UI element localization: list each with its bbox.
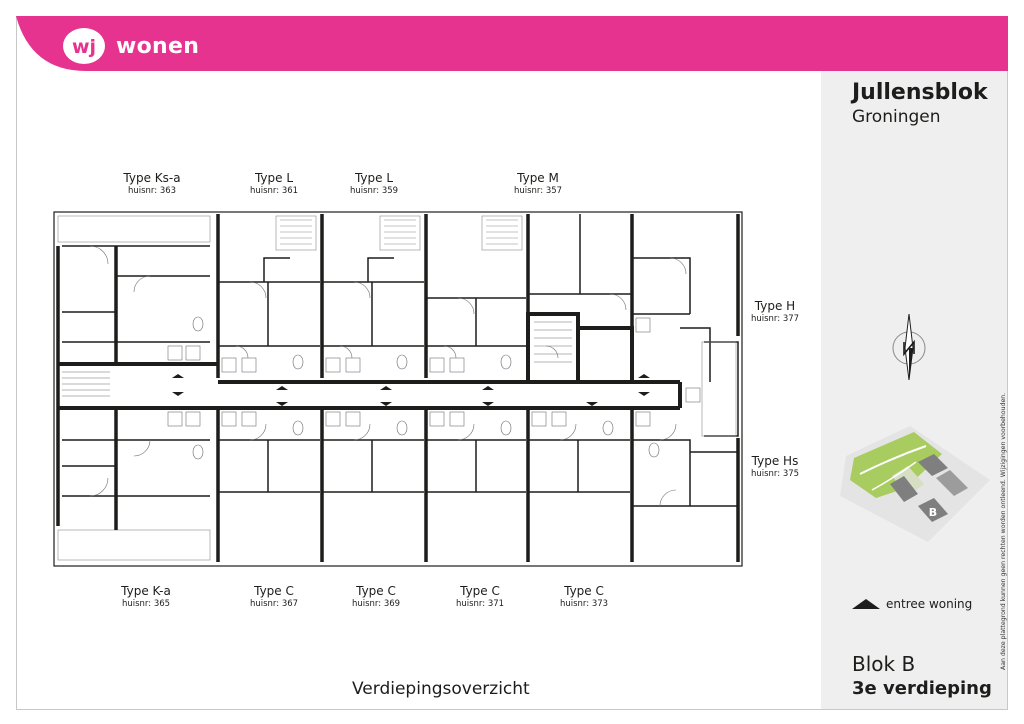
svg-text:wj: wj	[72, 36, 96, 58]
stairwell	[62, 321, 572, 397]
unit-label-bottom-5: Type C huisnr: 373	[559, 584, 609, 609]
exterior-walls	[56, 214, 740, 562]
sanitary-fixtures	[167, 316, 701, 460]
entrance-triangle-icon	[852, 599, 880, 609]
legend-entry-label: entree woning	[886, 597, 973, 611]
info-panel	[821, 71, 1007, 709]
header-bar	[16, 16, 1008, 71]
site-location-map: B	[840, 426, 990, 542]
brand-logo: wj wonen	[62, 26, 199, 66]
balconies	[275, 215, 737, 437]
unit-label-right-2: Type Hs huisnr: 375	[750, 454, 800, 479]
floor-plan	[53, 211, 743, 567]
unit-label-bottom-1: Type K-a huisnr: 365	[121, 584, 171, 609]
block-name: Blok B	[852, 652, 916, 676]
unit-label-top-2: Type L huisnr: 361	[249, 171, 299, 196]
unit-label-top-1: Type Ks-a huisnr: 363	[123, 171, 181, 196]
entrance-markers	[172, 374, 650, 406]
project-city: Groningen	[852, 107, 941, 127]
legend: entree woning	[852, 597, 972, 611]
north-arrow-icon	[892, 313, 926, 381]
unit-label-bottom-4: Type C huisnr: 371	[455, 584, 505, 609]
plan-caption: Verdiepingsoverzicht	[352, 679, 530, 699]
plan-outline	[53, 211, 743, 567]
disclaimer-text: Aan deze plattegrond kunnen geen rechten…	[1000, 392, 1007, 670]
interior-walls	[62, 214, 739, 507]
unit-label-right-1: Type H huisnr: 377	[750, 299, 800, 324]
corridor-walls	[58, 312, 682, 410]
unit-label-bottom-3: Type C huisnr: 369	[351, 584, 401, 609]
unit-label-bottom-2: Type C huisnr: 367	[249, 584, 299, 609]
brand-name: wonen	[116, 33, 200, 59]
door-swings	[89, 245, 687, 507]
site-block-marker: B	[929, 506, 937, 519]
unit-label-top-3: Type L huisnr: 359	[349, 171, 399, 196]
project-title: Jullensblok	[852, 80, 988, 105]
unit-label-top-4: Type M huisnr: 357	[513, 171, 563, 196]
wj-logo-icon: wj	[63, 28, 105, 64]
floor-name: 3e verdieping	[852, 678, 992, 699]
